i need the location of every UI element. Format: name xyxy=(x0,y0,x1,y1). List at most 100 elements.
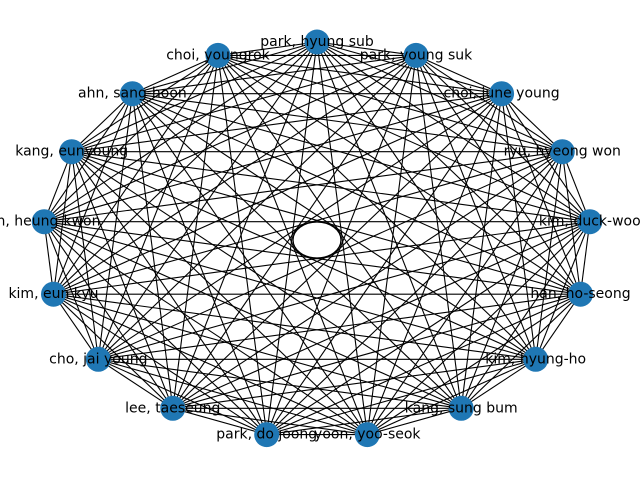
graph-edge xyxy=(561,151,582,295)
node-label: yoon, yoo-seok xyxy=(314,427,421,443)
graph-edge xyxy=(43,221,268,435)
graph-edge xyxy=(132,93,462,409)
graph-edge xyxy=(43,221,368,436)
graph-edge xyxy=(366,221,591,435)
graph-edge xyxy=(172,151,563,409)
node-label: park, do joong xyxy=(216,427,317,443)
node-layer xyxy=(31,29,603,448)
graph-edge xyxy=(98,358,462,409)
graph-edge xyxy=(460,358,537,409)
graph-edge xyxy=(460,151,563,409)
node-label: park, young suk xyxy=(360,47,473,63)
graph-edge xyxy=(501,93,582,295)
graph-edge xyxy=(71,151,590,223)
graph-edge xyxy=(71,54,417,153)
graph-edge xyxy=(44,93,502,223)
graph-node xyxy=(160,395,186,421)
self-loop xyxy=(292,221,342,259)
node-label: han, ho-seong xyxy=(530,286,630,302)
graph-edge xyxy=(172,55,219,409)
graph-edge xyxy=(53,293,536,360)
graph-edge xyxy=(131,93,174,409)
graph-edge xyxy=(172,358,536,409)
graph-edge xyxy=(501,93,537,360)
graph-node xyxy=(254,422,280,448)
graph-edge xyxy=(217,54,502,95)
graph-node xyxy=(85,346,111,372)
graph-edge xyxy=(316,41,368,435)
graph-edge xyxy=(43,221,462,409)
graph-edge xyxy=(52,93,133,295)
graph-edge xyxy=(53,293,368,436)
graph-node xyxy=(119,81,145,107)
graph-edge xyxy=(316,41,417,56)
graph-edge xyxy=(172,41,318,409)
graph-edge xyxy=(460,221,591,409)
graph-edge xyxy=(53,41,318,295)
graph-edge xyxy=(71,151,174,409)
graph-edge xyxy=(172,93,502,409)
node-label: kim, eun kyu xyxy=(8,286,98,302)
graph-edge xyxy=(217,55,368,435)
graph-edge xyxy=(316,41,462,409)
graph-edge xyxy=(366,55,417,435)
graph-edge xyxy=(98,358,368,436)
graph-edge xyxy=(172,407,368,436)
graph-edge xyxy=(132,93,581,295)
graph-edge xyxy=(132,54,219,95)
graph-edge xyxy=(266,151,563,435)
graph-edge xyxy=(367,358,536,436)
graph-node xyxy=(205,42,231,68)
graph-edge xyxy=(217,54,581,295)
graph-edge xyxy=(266,407,462,436)
graph-edge xyxy=(132,93,563,153)
node-label: ahn, sang-hoon xyxy=(78,86,187,102)
graph-edge xyxy=(132,93,590,223)
graph-edge xyxy=(266,358,536,436)
node-label: park, hyung sub xyxy=(260,34,374,50)
graph-edge xyxy=(43,54,417,223)
graph-node xyxy=(41,281,66,307)
graph-edge xyxy=(53,293,462,409)
graph-edge xyxy=(172,55,417,409)
graph-edge xyxy=(366,93,503,435)
graph-node xyxy=(549,139,575,165)
graph-edge xyxy=(266,93,503,435)
graph-edge xyxy=(52,151,73,295)
graph-edge xyxy=(217,55,462,409)
graph-edge xyxy=(97,358,174,409)
graph-edge xyxy=(217,41,318,56)
graph-edge xyxy=(44,151,563,223)
node-label: lee, taeseung xyxy=(125,400,220,416)
graph-edge xyxy=(415,55,581,295)
graph-node xyxy=(59,139,85,165)
graph-edge xyxy=(415,54,563,153)
node-label: oh, heung-kwon xyxy=(0,214,100,230)
node-label: kang, eunyoung xyxy=(15,144,128,160)
graph-edge xyxy=(217,55,537,360)
graph-edge xyxy=(71,54,219,153)
node-label: kim, hyung-ho xyxy=(485,351,586,367)
graph-edge xyxy=(132,54,417,95)
node-label: choi, june young xyxy=(444,86,560,102)
graph-edge xyxy=(43,93,133,223)
graph-edge xyxy=(266,293,581,436)
node-label: kim, duck-woo xyxy=(539,214,640,230)
node-label: choi, youngrok xyxy=(166,47,270,63)
graph-node xyxy=(403,42,429,68)
graph-edge xyxy=(367,407,462,436)
node-label: kang, sung bum xyxy=(405,400,518,416)
graph-edge xyxy=(172,221,591,409)
graph-edge xyxy=(71,151,462,409)
graph-node xyxy=(523,346,549,372)
graph-edge xyxy=(415,55,591,223)
graph-edge xyxy=(98,293,581,360)
graph-edge xyxy=(71,93,502,153)
graph-edge xyxy=(501,93,591,223)
graph-edge xyxy=(71,41,318,153)
graph-edge xyxy=(43,221,99,360)
graph-edge xyxy=(44,221,536,360)
graph-edge xyxy=(131,93,368,435)
